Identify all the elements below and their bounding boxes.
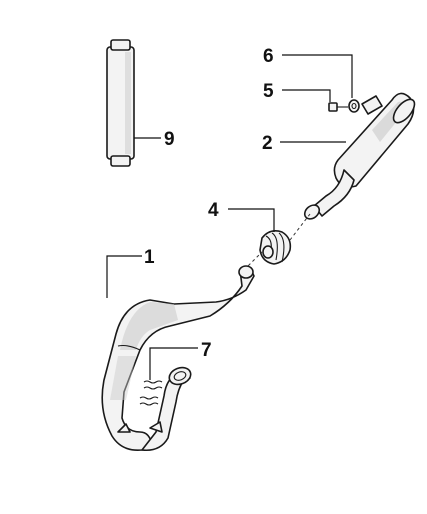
nut	[348, 99, 360, 113]
callout-part-5: 5	[263, 81, 274, 102]
leader-lines	[106, 54, 353, 380]
silencer-muffler	[303, 92, 416, 220]
callout-part-6: 6	[263, 46, 274, 67]
callout-part-4: 4	[208, 200, 219, 221]
silencer-packing-tube	[106, 39, 135, 167]
callout-part-7: 7	[201, 340, 212, 361]
rubber-seal	[259, 230, 292, 265]
callout-part-1: 1	[144, 247, 155, 268]
mounting-springs	[139, 380, 163, 406]
assembly-axis-line	[243, 213, 311, 271]
callout-part-2: 2	[262, 133, 273, 154]
callout-part-9: 9	[164, 129, 175, 150]
exhaust-expansion-chamber	[101, 265, 255, 452]
bolt	[328, 102, 348, 112]
